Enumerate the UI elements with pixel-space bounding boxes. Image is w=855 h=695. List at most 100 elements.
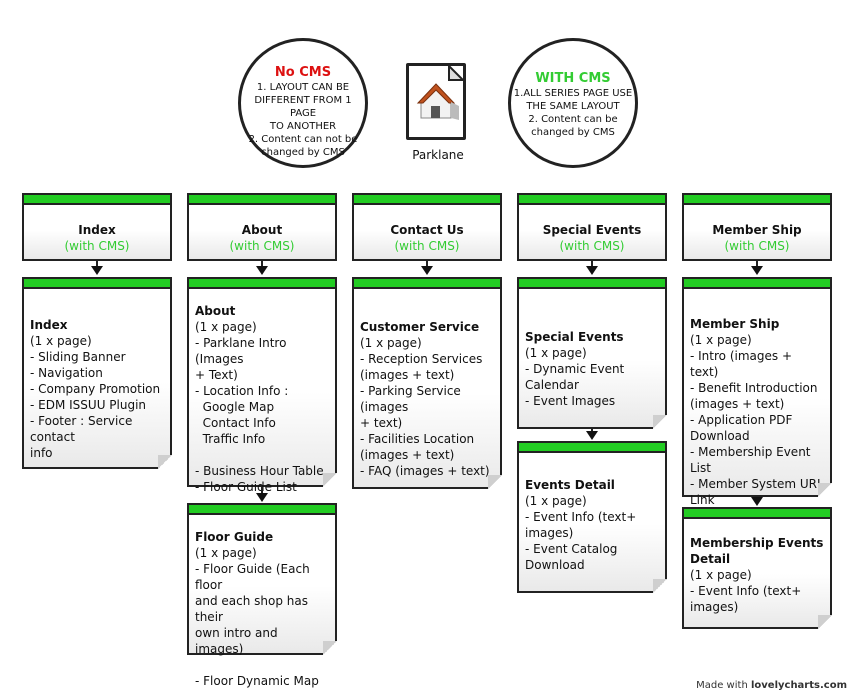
with-cms-title: WITH CMS	[535, 71, 611, 86]
no-cms-circle: No CMS 1. LAYOUT CAN BE DIFFERENT FROM 1…	[238, 38, 368, 168]
detail-heading: Special Events	[525, 330, 624, 344]
footer-credit: Made with lovelycharts.com	[696, 680, 847, 691]
page-fold-icon	[818, 615, 832, 629]
page-fold-icon	[488, 475, 502, 489]
detail-about[interactable]: About (1 x page) - Parklane Intro (Image…	[187, 277, 337, 494]
detail-line: - Membership Event List	[690, 445, 815, 475]
detail-line: (1 x page)	[195, 546, 257, 560]
detail-line: Download	[525, 558, 585, 572]
detail-line: - FAQ (images + text)	[360, 464, 490, 478]
node-member-ship[interactable]: Member Ship (with CMS)	[682, 193, 832, 261]
arrow-down-icon	[421, 266, 433, 275]
detail-line: - Event Info (text+	[690, 584, 802, 598]
page-fold-icon	[653, 415, 667, 429]
node-special-events[interactable]: Special Events (with CMS)	[517, 193, 667, 261]
with-cms-line: THE SAME LAYOUT	[526, 101, 620, 112]
page-fold-icon	[323, 473, 337, 487]
detail-line: - Application PDF	[690, 413, 793, 427]
connector	[261, 261, 263, 268]
node-index[interactable]: Index (with CMS)	[22, 193, 172, 261]
connector	[261, 487, 263, 495]
detail-customer-service[interactable]: Customer Service (1 x page) - Reception …	[352, 277, 502, 489]
detail-line: - Intro (images + text)	[690, 349, 796, 379]
detail-heading: About	[195, 304, 236, 318]
detail-line: - Facilities Location	[360, 432, 475, 446]
detail-floor-guide[interactable]: Floor Guide (1 x page) - Floor Guide (Ea…	[187, 503, 337, 688]
no-cms-line: 1. LAYOUT CAN BE	[256, 82, 350, 93]
detail-line: - Sliding Banner	[30, 350, 126, 364]
detail-line: (images + text)	[690, 397, 785, 411]
node-title: Member Ship	[712, 223, 802, 237]
node-subtitle: (with CMS)	[64, 239, 130, 253]
connector	[756, 261, 758, 268]
detail-line: Download	[690, 429, 750, 443]
detail-line: - Company Promotion	[30, 382, 161, 396]
detail-line: - Business Hour Table	[195, 464, 324, 478]
detail-line: + Text)	[195, 368, 238, 382]
detail-line: and each shop has their	[195, 594, 312, 624]
detail-line: (1 x page)	[195, 320, 257, 334]
connector	[591, 261, 593, 268]
detail-line: Google Map	[195, 400, 275, 414]
site-document-icon	[406, 63, 466, 140]
detail-heading: Member Ship	[690, 317, 780, 331]
detail-line: (1 x page)	[525, 346, 587, 360]
detail-heading: Index	[30, 318, 68, 332]
detail-index[interactable]: Index (1 x page) - Sliding Banner - Navi…	[22, 277, 172, 469]
detail-line: (1 x page)	[360, 336, 422, 350]
detail-special-events[interactable]: Special Events (1 x page) - Dynamic Even…	[517, 277, 667, 429]
detail-line: - Event Images	[525, 394, 616, 408]
footer-prefix: Made with	[696, 680, 748, 691]
detail-line	[195, 657, 329, 673]
detail-line: - Location Info :	[195, 384, 289, 398]
arrow-down-icon	[586, 431, 598, 440]
detail-line: own intro and images)	[195, 626, 282, 656]
detail-events-detail[interactable]: Events Detail (1 x page) - Event Info (t…	[517, 441, 667, 593]
detail-line: - Floor Guide List	[195, 480, 297, 494]
node-title: About	[241, 223, 283, 237]
detail-line	[195, 447, 329, 463]
detail-line: - Floor Dynamic Map	[195, 674, 319, 688]
detail-line: (1 x page)	[525, 494, 587, 508]
detail-heading: Events Detail	[525, 478, 615, 492]
arrow-down-icon	[751, 266, 763, 275]
site-label: Parklane	[412, 148, 464, 162]
footer-brand-link[interactable]: lovelycharts.com	[750, 680, 847, 691]
detail-line: Link	[690, 493, 715, 507]
with-cms-line: changed by CMS	[531, 127, 615, 138]
with-cms-circle: WITH CMS 1.ALL SERIES PAGE USE THE SAME …	[508, 38, 638, 168]
node-contact-us[interactable]: Contact Us (with CMS)	[352, 193, 502, 261]
node-subtitle: (with CMS)	[559, 239, 625, 253]
detail-line: - Event Info (text+	[525, 510, 637, 524]
detail-heading: Membership Events Detail	[690, 536, 824, 566]
detail-line: info	[30, 446, 53, 460]
node-title: Special Events	[542, 223, 642, 237]
detail-member-ship[interactable]: Member Ship (1 x page) - Intro (images +…	[682, 277, 832, 507]
detail-line: - Benefit Introduction	[690, 381, 818, 395]
with-cms-line: 2. Content can be	[528, 114, 618, 125]
page-fold-icon	[158, 455, 172, 469]
no-cms-line: TO ANOTHER	[269, 121, 337, 132]
node-subtitle: (with CMS)	[724, 239, 790, 253]
detail-line: - Parking Service (images	[360, 384, 465, 414]
detail-heading: Floor Guide	[195, 530, 274, 544]
no-cms-line: 2. Content can not be	[248, 134, 358, 145]
detail-line: (images + text)	[360, 448, 455, 462]
node-subtitle: (with CMS)	[394, 239, 460, 253]
detail-line: - Reception Services	[360, 352, 483, 366]
no-cms-title: No CMS	[274, 65, 332, 80]
detail-membership-events[interactable]: Membership Events Detail (1 x page) - Ev…	[682, 507, 832, 629]
detail-line: - Footer : Service contact	[30, 414, 137, 444]
node-about[interactable]: About (with CMS)	[187, 193, 337, 261]
detail-line: + text)	[360, 416, 403, 430]
arrow-down-icon	[751, 497, 763, 506]
page-fold-icon	[323, 641, 337, 655]
detail-line: - Member System URL	[690, 477, 824, 491]
detail-line: - Parklane Intro (Images	[195, 336, 291, 366]
detail-line: Contact Info	[195, 416, 276, 430]
detail-line: (1 x page)	[690, 568, 752, 582]
page-fold-icon	[653, 579, 667, 593]
arrow-down-icon	[586, 266, 598, 275]
house-icon	[416, 66, 463, 120]
no-cms-line: changed by CMS	[261, 147, 345, 158]
